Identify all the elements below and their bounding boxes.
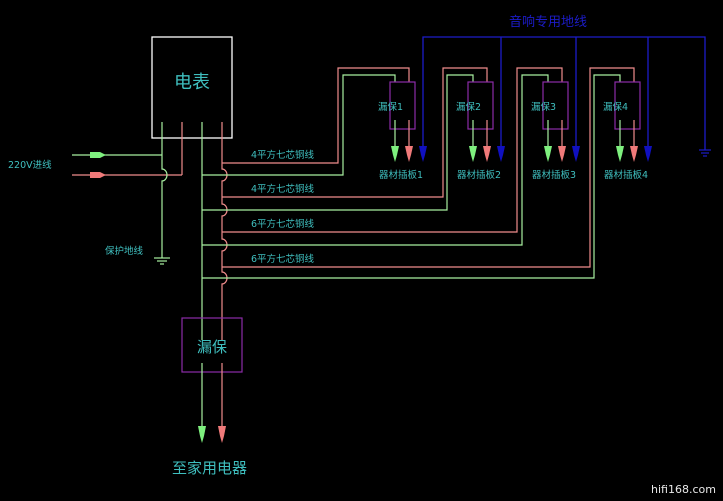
sub-breaker-label: 漏保3 — [531, 101, 556, 113]
input-live-arrow-icon — [90, 172, 106, 178]
trunk-live-wire — [221, 122, 228, 340]
meter-box — [151, 36, 233, 139]
outlet-live-arrow-icon — [483, 146, 491, 162]
audio-ground-main-wire — [422, 36, 706, 150]
meter-label: 电表 — [174, 72, 210, 93]
outlet-live-arrow-icon — [405, 146, 413, 162]
sub-breaker-label: 漏保4 — [603, 101, 628, 113]
outlet-ground-arrow-icon — [644, 146, 652, 162]
main-breaker-label: 漏保 — [197, 338, 227, 356]
audio-ground-bus: 音响专用地线 — [422, 14, 711, 157]
input-220v: 220V进线 保护地线 — [8, 122, 183, 265]
watermark: hifi168.com — [651, 483, 716, 496]
branch-3-neutral-wire — [202, 74, 549, 246]
branch-1-cable-label: 4平方七芯铜线 — [251, 149, 315, 161]
branch-4-live-wire — [222, 67, 635, 268]
household-live-arrow-icon — [218, 426, 226, 443]
outlet-live-arrow-icon — [630, 146, 638, 162]
audio-ground-icon — [699, 149, 711, 157]
audio-ground-label: 音响专用地线 — [509, 14, 587, 30]
outlet-label: 器材插板1 — [379, 169, 423, 181]
protective-ground-label: 保护地线 — [105, 245, 144, 257]
outlet-neutral-arrow-icon — [616, 146, 624, 162]
outlet-live-arrow-icon — [558, 146, 566, 162]
input-neutral-arrow-icon — [90, 152, 106, 158]
sub-unit-4: 漏保4 器材插板4 — [603, 81, 652, 181]
sub-breaker-label: 漏保1 — [378, 101, 403, 113]
branch-2-cable-label: 4平方七芯铜线 — [251, 183, 315, 195]
branch-2-live-wire — [222, 67, 488, 198]
branch-2: 4平方七芯铜线 — [202, 67, 488, 211]
trunk — [201, 122, 228, 340]
sub-breaker-box-2[interactable] — [467, 81, 494, 130]
sub-breaker-box-1[interactable] — [389, 81, 416, 130]
outlet-ground-arrow-icon — [419, 146, 427, 162]
branch-3: 6平方七芯铜线 — [202, 67, 563, 246]
sub-unit-3: 漏保3 器材插板3 — [531, 81, 580, 181]
protective-ground-icon — [154, 257, 170, 265]
branch-4: 6平方七芯铜线 — [202, 67, 635, 279]
sub-breaker-label: 漏保2 — [456, 101, 481, 113]
branch-2-neutral-wire — [202, 74, 474, 211]
sub-unit-1: 漏保1 器材插板1 — [378, 81, 427, 181]
branch-1: 4平方七芯铜线 — [202, 67, 410, 176]
electric-meter: 电表 — [151, 36, 233, 139]
outlet-label: 器材插板2 — [457, 169, 501, 181]
sub-unit-2: 漏保2 器材插板2 — [456, 81, 505, 181]
branch-4-cable-label: 6平方七芯铜线 — [251, 253, 315, 265]
household-label: 至家用电器 — [172, 459, 247, 477]
main-breaker[interactable]: 漏保 — [181, 317, 243, 443]
outlet-neutral-arrow-icon — [469, 146, 477, 162]
outlet-label: 器材插板4 — [604, 169, 648, 181]
sub-breaker-box-4[interactable] — [614, 81, 641, 130]
input-label: 220V进线 — [8, 159, 52, 171]
branch-3-live-wire — [222, 67, 563, 233]
main-breaker-box[interactable] — [181, 317, 243, 373]
outlet-ground-arrow-icon — [572, 146, 580, 162]
household-neutral-arrow-icon — [198, 426, 206, 443]
branch-3-cable-label: 6平方七芯铜线 — [251, 218, 315, 230]
branch-1-live-wire — [222, 67, 410, 164]
outlet-neutral-arrow-icon — [544, 146, 552, 162]
outlet-neutral-arrow-icon — [391, 146, 399, 162]
outlet-label: 器材插板3 — [532, 169, 576, 181]
branch-4-neutral-wire — [202, 74, 621, 279]
sub-units: 漏保1 器材插板1 漏保2 器材插板2 漏保3 器材插板3 漏保4 器材插板4 — [378, 81, 652, 181]
sub-breaker-box-3[interactable] — [542, 81, 569, 130]
protective-ground-wire — [161, 122, 168, 258]
outlet-ground-arrow-icon — [497, 146, 505, 162]
branch-1-neutral-wire — [202, 74, 396, 176]
